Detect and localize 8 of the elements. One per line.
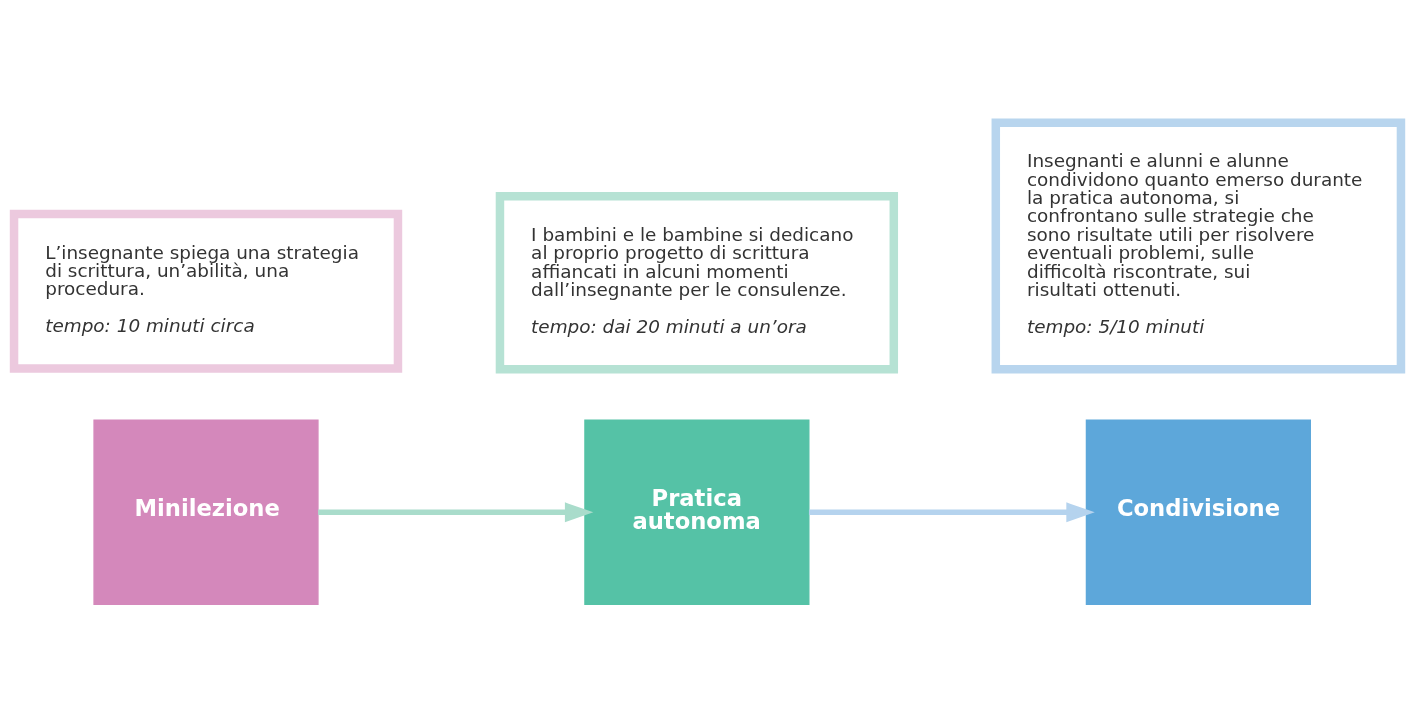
node-box: Condivisione [1085, 418, 1311, 605]
node-box: L’insegnante spiega una strategia di scrittura, un’abilità, una procedura. tempo: 10 minuti circa [9, 209, 403, 373]
node-box: Insegnanti e alunni e alunne condividono quanto emerso durante la pratica autonoma, si confrontano sulle strategie che sono risultate utili per risolvere eventuali problemi, sulle difficoltà riscontrate, sui risultati ottenuti. tempo: 5/10 minuti [991, 117, 1406, 373]
arrow [808, 501, 1095, 522]
node-box: I bambini e le bambine si dedicano al proprio progetto di scrittura affiancati in alcuni momenti dall’insegnante per le consulenze. tempo: dai 20 minuti a un’ora [495, 191, 899, 373]
node-box: Pratica autonoma [584, 418, 810, 605]
node-box: Minilezione [93, 418, 319, 605]
arrow [318, 501, 594, 522]
